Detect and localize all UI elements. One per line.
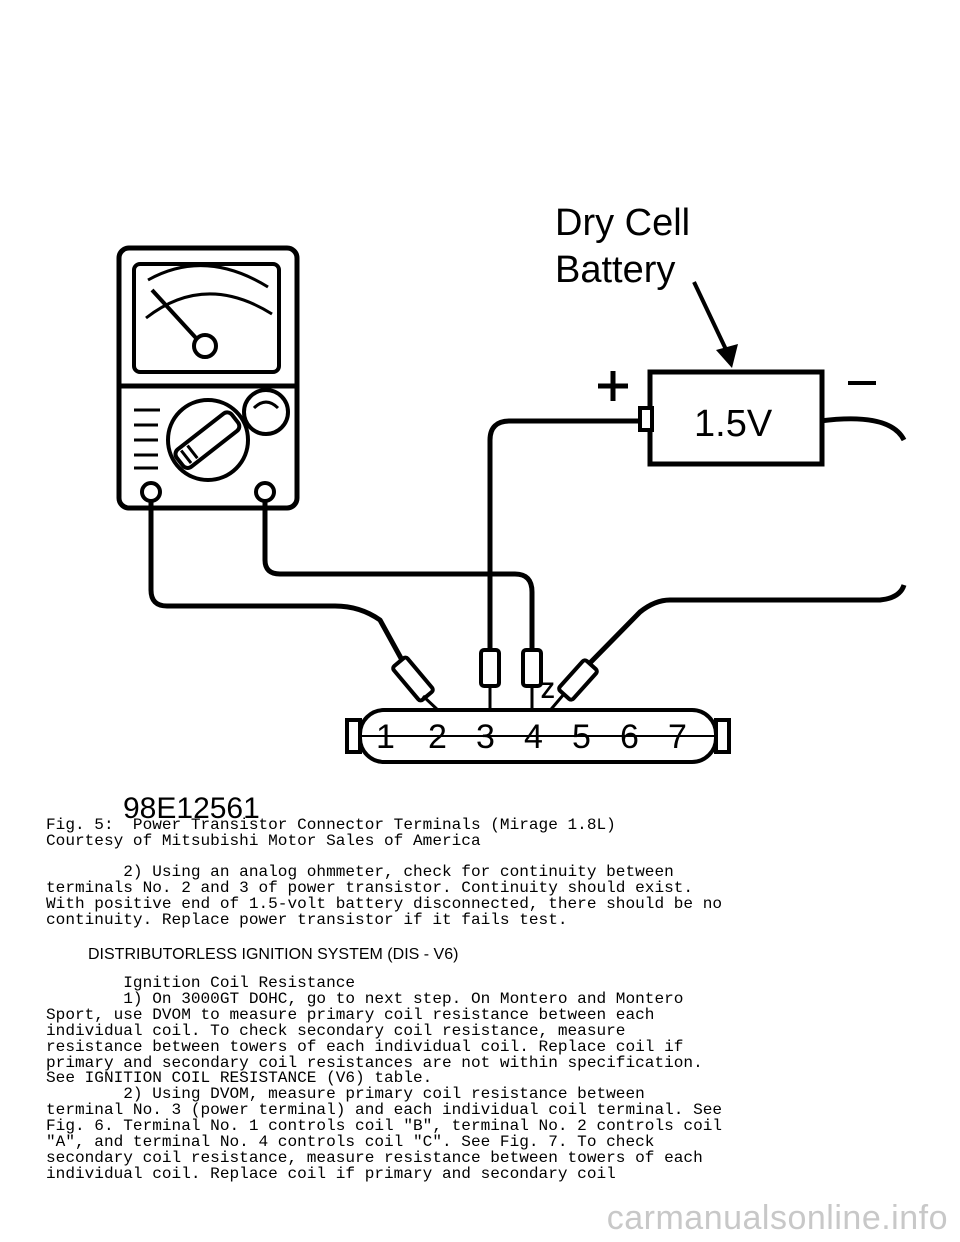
terminal-label: 2 xyxy=(428,718,447,756)
text-line: See IGNITION COIL RESISTANCE (V6) table. xyxy=(46,1069,433,1088)
ohmmeter-icon xyxy=(116,245,300,511)
lead-wire-terminal-3 xyxy=(487,418,640,650)
figure-caption: Fig. 5: Power Transistor Connector Termi… xyxy=(46,816,616,850)
terminal-label: 6 xyxy=(620,718,639,756)
text-line: primary and secondary coil resistances a… xyxy=(46,1053,703,1072)
text-line: individual coil. To check secondary coil… xyxy=(46,1021,626,1040)
callout-line1: Dry Cell xyxy=(555,202,690,244)
text-line: resistance between towers of each indivi… xyxy=(46,1037,684,1056)
battery-voltage-label: 1.5V xyxy=(694,403,773,445)
text-line: 2) Using DVOM, measure primary coil resi… xyxy=(46,1085,645,1104)
text-line: 1) On 3000GT DOHC, go to next step. On M… xyxy=(46,989,684,1008)
watermark: carmanualsonline.info xyxy=(606,1199,948,1237)
terminal-label: 7 xyxy=(668,718,687,756)
paragraph-continuity-check: 2) Using an analog ohmmeter, check for c… xyxy=(46,863,723,929)
lead-wire-terminal-4 xyxy=(262,501,535,650)
battery-negative-wire xyxy=(819,416,907,442)
lead-wire-terminal-4-battery xyxy=(583,584,907,670)
text-line: continuity. Replace power transistor if … xyxy=(46,910,568,929)
probe-icon xyxy=(391,648,599,703)
terminal-label: 4 xyxy=(524,718,543,756)
lead-wire-terminal-2 xyxy=(148,501,405,662)
caption-line: Courtesy of Mitsubishi Motor Sales of Am… xyxy=(46,831,481,850)
text-line: With positive end of 1.5-volt battery di… xyxy=(46,894,723,913)
caption-line: Fig. 5: Power Transistor Connector Termi… xyxy=(46,816,616,834)
connector-icon xyxy=(345,708,731,764)
figure-id: 98E12561 xyxy=(123,792,260,820)
wiring-diagram: Dry Cell Battery 1.5V 1 2 3 4 5 6 7 Z 98… xyxy=(116,202,907,825)
paragraph-coil-resistance: Ignition Coil Resistance 1) On 3000GT DO… xyxy=(46,974,723,1183)
terminal-label: 5 xyxy=(572,718,591,756)
text-line: individual coil. Replace coil if primary… xyxy=(46,1164,616,1183)
section-heading: DISTRIBUTORLESS IGNITION SYSTEM (DIS - V… xyxy=(88,946,459,963)
text-line: secondary coil resistance, measure resis… xyxy=(46,1148,703,1167)
text-line: Sport, use DVOM to measure primary coil … xyxy=(46,1005,655,1024)
text-line: 2) Using an analog ohmmeter, check for c… xyxy=(46,863,674,881)
connector-mark: Z xyxy=(541,678,554,703)
callout-line2: Battery xyxy=(555,249,675,291)
text-line: Ignition Coil Resistance xyxy=(46,974,356,992)
text-line: Fig. 6. Terminal No. 1 controls coil "B"… xyxy=(46,1117,723,1136)
text-line: terminal No. 3 (power terminal) and each… xyxy=(46,1101,723,1120)
terminal-label: 1 xyxy=(376,718,395,756)
text-line: "A", and terminal No. 4 controls coil "C… xyxy=(46,1133,655,1152)
battery-icon xyxy=(598,281,876,467)
terminal-label: 3 xyxy=(476,718,495,756)
text-line: terminals No. 2 and 3 of power transisto… xyxy=(46,878,694,897)
